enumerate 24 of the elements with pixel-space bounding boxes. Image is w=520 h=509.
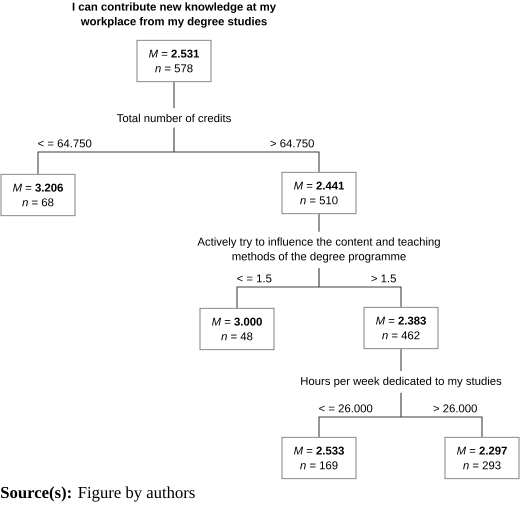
edge-label: < = 26.000 <box>319 404 372 412</box>
edge-label: < = 1.5 <box>237 274 272 282</box>
split-label: Actively try to influence the content and teaching methods of the degree programme <box>197 237 440 263</box>
tree-node-box: M = 3.000 n = 48 <box>200 308 274 350</box>
branch-line <box>400 392 483 437</box>
tree-node-box: M = 2.383 n = 462 <box>364 306 438 350</box>
branch-line <box>318 214 320 232</box>
tree-node-box: M = 2.297 n = 293 <box>444 436 520 480</box>
edge-label: > 64.750 <box>270 139 314 148</box>
caption: Source(s): Figure by authors <box>1 486 195 502</box>
edge-label: > 26.000 <box>434 404 477 412</box>
tree-node-box: M = 3.206 n = 68 <box>0 174 76 216</box>
tree-node-box: M = 2.441 n = 510 <box>282 172 356 214</box>
branch-line <box>400 349 402 372</box>
split-label: Hours per week dedicated to my studies <box>301 376 502 388</box>
edge-label: < = 64.750 <box>38 139 92 148</box>
title: I can contribute new knowledge at my workplace from my degree studies <box>72 2 276 28</box>
branch-line <box>173 82 175 108</box>
branch-line <box>318 268 402 307</box>
split-label: Total number of credits <box>116 114 231 122</box>
tree-node-box: M = 2.531 n = 578 <box>136 40 212 82</box>
edge-label: > 1.5 <box>371 274 396 282</box>
branch-line <box>173 128 320 172</box>
tree-node-box: M = 2.533 n = 169 <box>282 436 356 480</box>
